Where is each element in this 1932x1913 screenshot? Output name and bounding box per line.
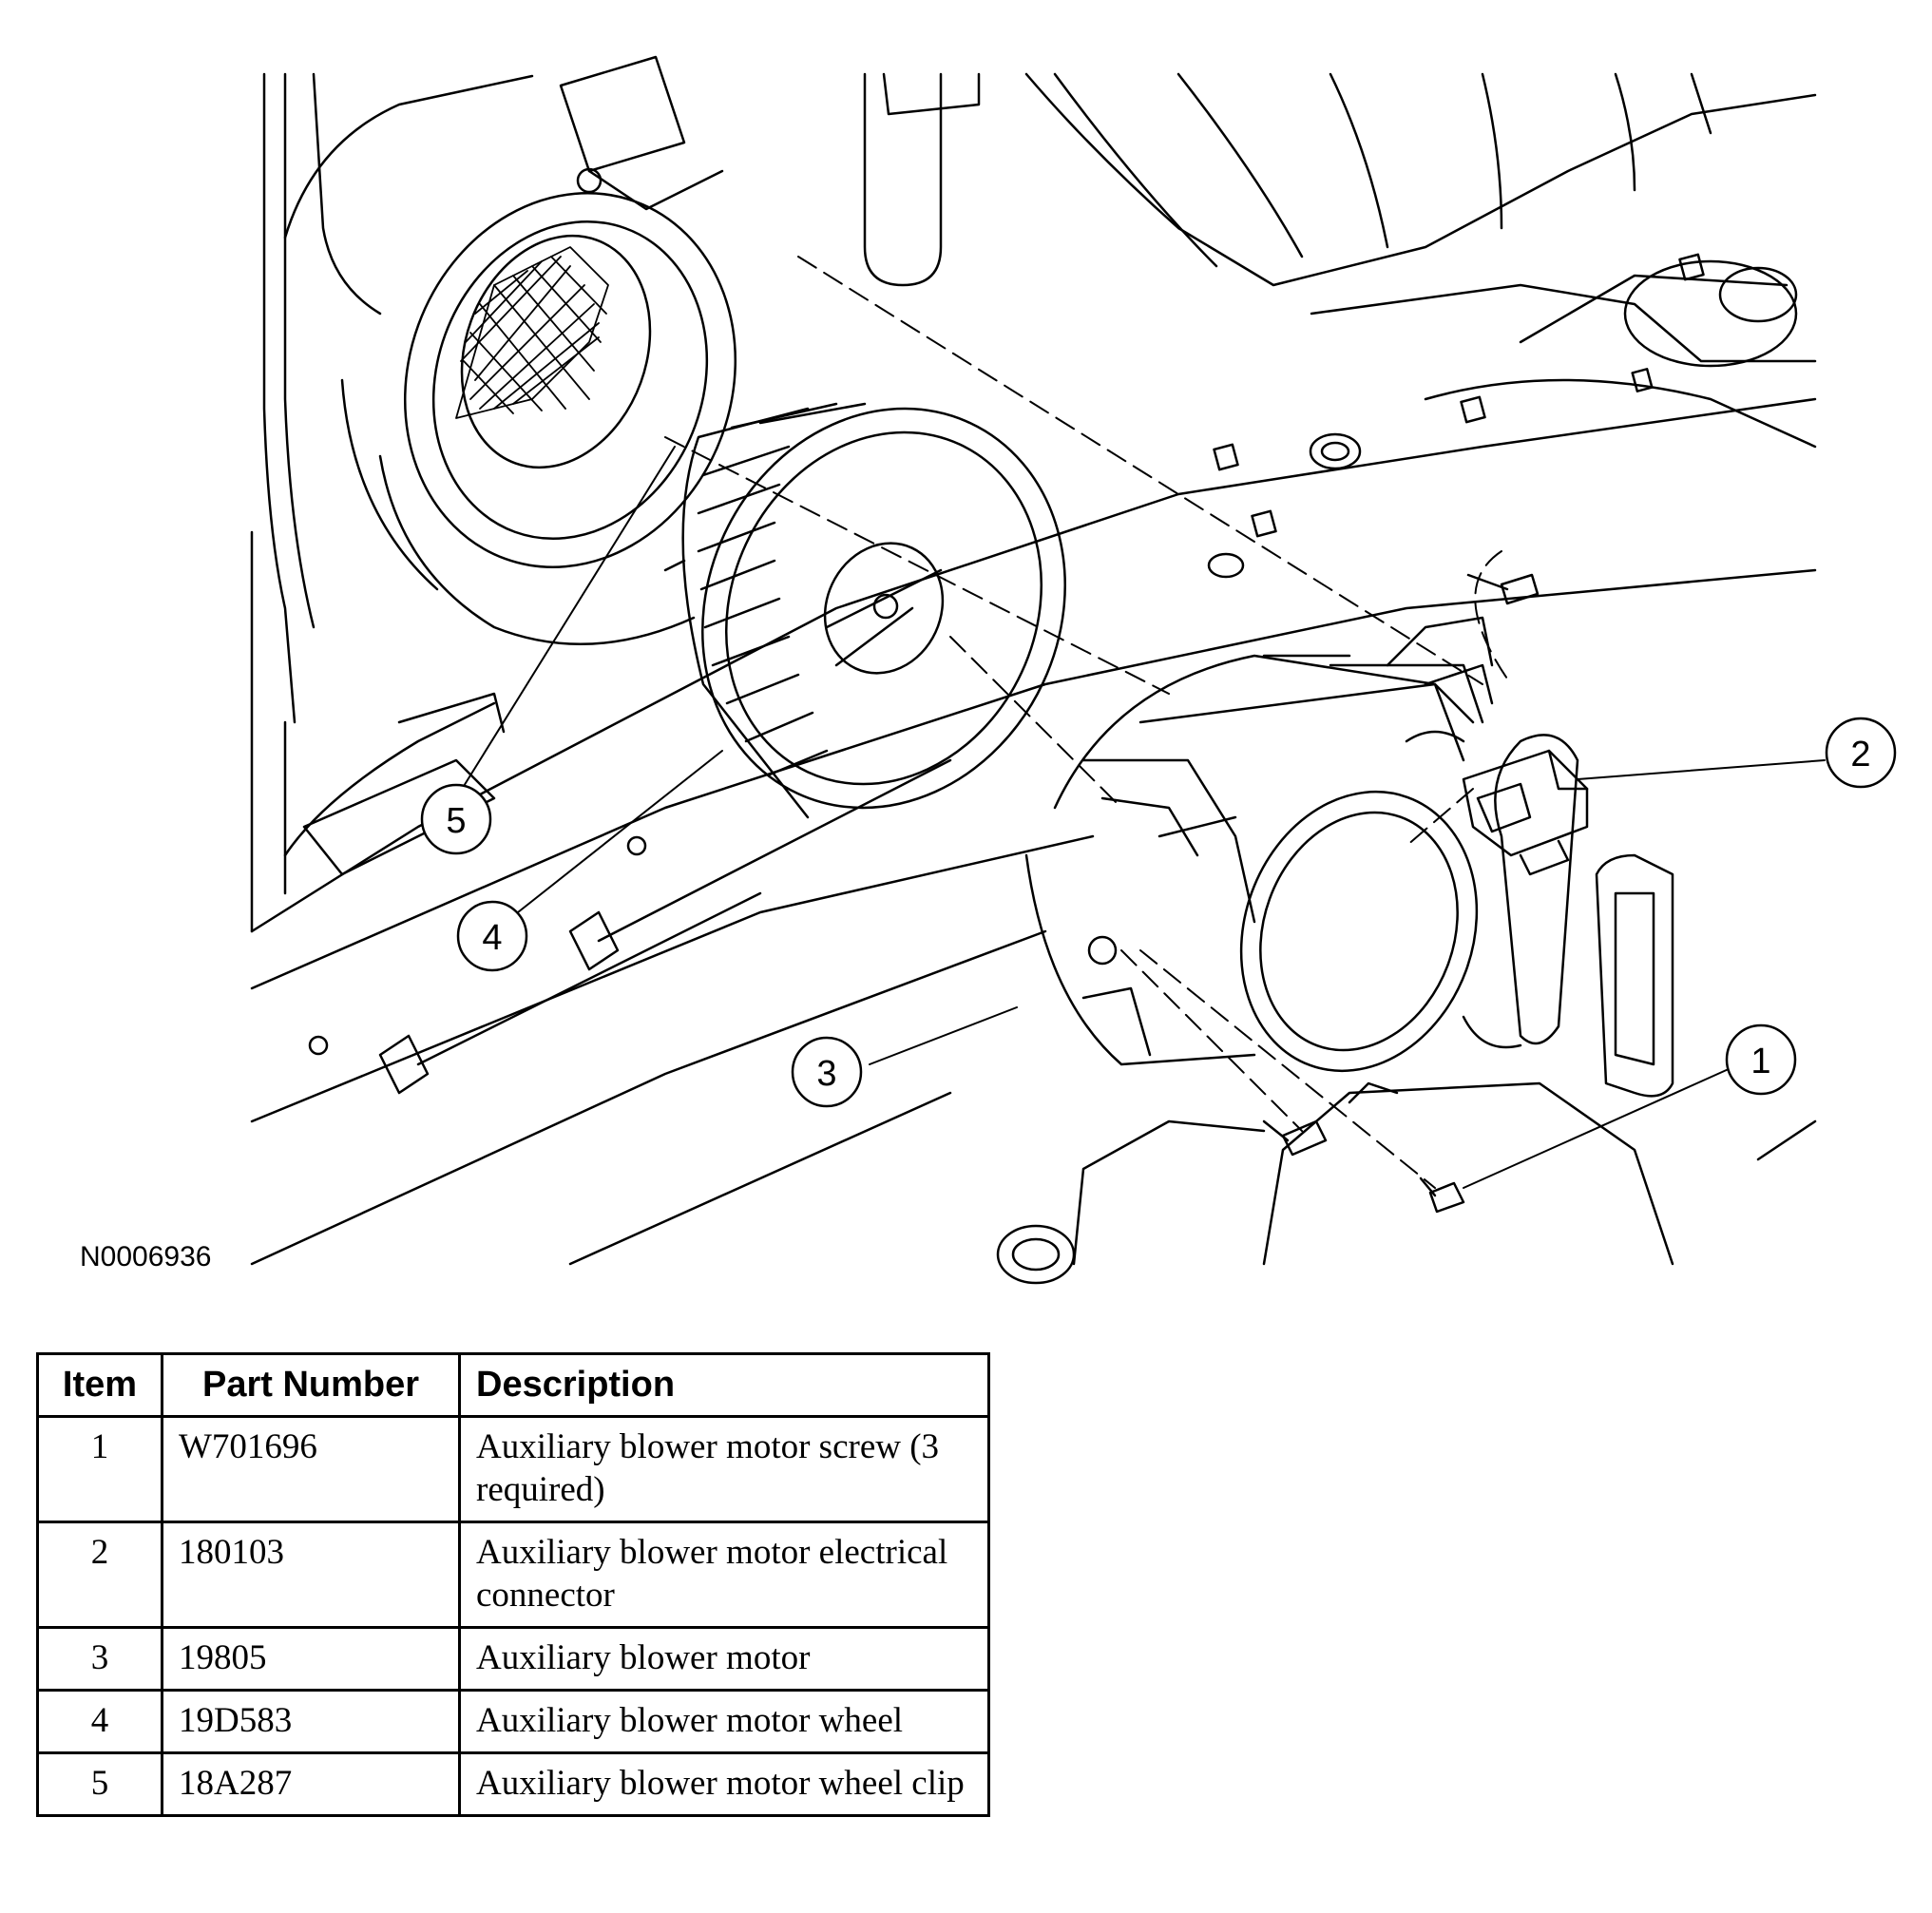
cell-description: Auxiliary blower motor screw (3 required… [458,1415,990,1523]
cell-item: 5 [36,1751,163,1817]
cell-part-number: 18A287 [161,1751,461,1817]
inlet-mesh-screen [455,246,609,419]
cell-part-number: 19D583 [161,1689,461,1754]
cell-description: Auxiliary blower motor [458,1626,990,1692]
cell-item: 4 [36,1689,163,1754]
callout-1: 1 [1725,1023,1797,1096]
table-row: 4 19D583 Auxiliary blower motor wheel [36,1689,990,1754]
cell-item: 3 [36,1626,163,1692]
cell-part-number: 180103 [161,1521,461,1629]
housing-background [250,55,1817,1266]
cell-description: Auxiliary blower motor wheel clip [458,1751,990,1817]
header-part-number: Part Number [161,1352,461,1418]
callout-2: 2 [1825,717,1897,789]
header-description: Description [458,1352,990,1418]
svg-text:4: 4 [482,918,502,958]
cell-description: Auxiliary blower motor wheel [458,1689,990,1754]
electrical-connector [1462,749,1589,876]
table-row: 3 19805 Auxiliary blower motor [36,1626,990,1692]
svg-text:5: 5 [446,801,466,841]
cell-part-number: 19805 [161,1626,461,1692]
header-item: Item [36,1352,163,1418]
table-header-row: Item Part Number Description [36,1352,990,1418]
floor-panel-details [283,692,1674,1285]
callout-4: 4 [456,900,528,972]
cell-item: 1 [36,1415,163,1523]
cell-item: 2 [36,1521,163,1629]
table-row: 1 W701696 Auxiliary blower motor screw (… [36,1415,990,1523]
svg-text:3: 3 [816,1054,836,1094]
blower-motor [1024,616,1494,1104]
svg-text:2: 2 [1850,735,1870,775]
table-row: 5 18A287 Auxiliary blower motor wheel cl… [36,1751,990,1817]
exploded-view-illustration: 5 4 3 2 1 [250,55,1897,1285]
table-row: 2 180103 Auxiliary blower motor electric… [36,1521,990,1629]
callout-5: 5 [420,783,492,855]
cell-description: Auxiliary blower motor electrical connec… [458,1521,990,1629]
parts-table: Item Part Number Description 1 W701696 A… [36,1352,990,1817]
blower-wheel [663,402,1066,819]
screws [1262,573,1540,1214]
callout-3: 3 [791,1036,863,1108]
callout-leaders [455,446,1826,1189]
figure-id: N0006936 [80,1241,212,1272]
svg-text:1: 1 [1750,1042,1770,1081]
assembly-axis-lines [664,256,1512,1189]
cell-part-number: W701696 [161,1415,461,1523]
